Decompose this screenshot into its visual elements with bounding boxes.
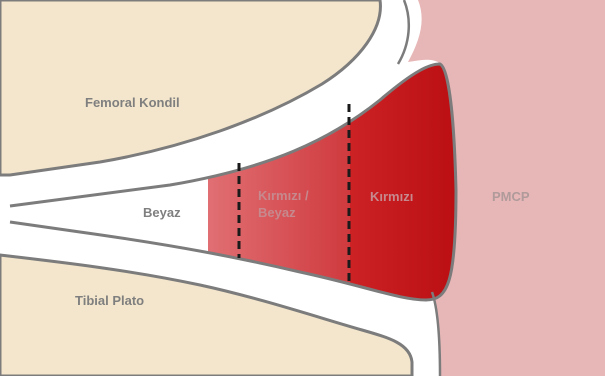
red-zone-label: Kırmızı [370, 189, 413, 204]
femoral-condyle-label: Femoral Kondil [85, 95, 180, 110]
white-zone-label: Beyaz [143, 205, 181, 220]
pmcp-label: PMCP [492, 189, 530, 204]
tibial-plateau-label: Tibial Plato [75, 293, 144, 308]
red-white-zone-label-line1: Kırmızı / [258, 188, 309, 203]
red-white-zone-label-line2: Beyaz [258, 205, 296, 220]
